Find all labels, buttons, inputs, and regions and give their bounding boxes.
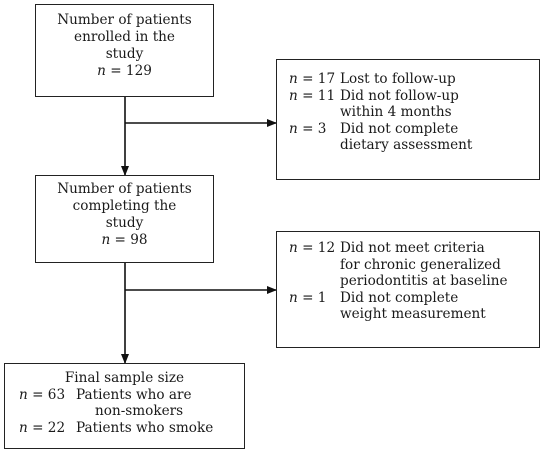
exclusion-1-item-1: n = 17 Lost to follow-up: [289, 71, 456, 87]
completing-box: Number of patients completing the study …: [35, 175, 214, 263]
final-sample-box: Final sample size n = 63 Patients who ar…: [4, 363, 245, 449]
exclusion-box-1: n = 17 Lost to follow-up n = 11 Did not …: [276, 59, 540, 180]
completing-count: n = 98: [101, 232, 148, 248]
enrolled-line-2: enrolled in the: [74, 29, 175, 45]
completing-line-2: completing the: [72, 198, 177, 214]
enrolled-count: n = 129: [97, 63, 152, 79]
enrolled-line-3: study: [105, 46, 144, 62]
completing-line-1: Number of patients: [57, 181, 192, 197]
enrolled-box: Number of patients enrolled in the study…: [35, 4, 214, 97]
final-item-2: n = 22 Patients who smoke: [19, 419, 214, 436]
enrolled-line-1: Number of patients: [57, 12, 192, 28]
completing-line-3: study: [105, 215, 144, 231]
final-title: Final sample size: [64, 370, 185, 386]
